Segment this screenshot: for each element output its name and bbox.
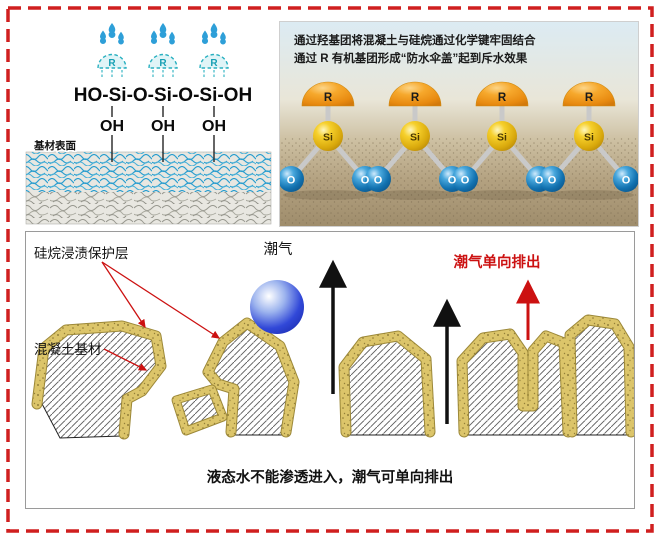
moisture-label: 潮气 [264, 241, 293, 258]
oh-label: OH [202, 118, 226, 135]
umbrella-icon: R [97, 53, 127, 78]
caption-line-1: 通过羟基团将混凝土与硅烷通过化学键牢固结合 [294, 33, 536, 47]
substrate-surface-label: 基材表面 [33, 139, 76, 152]
rain-drops-icon [99, 23, 226, 45]
o-label: O [287, 175, 296, 187]
content-frame: R R R [10, 10, 650, 529]
r-group-label: R [210, 58, 218, 69]
o-label: O [448, 175, 457, 187]
r-dome-label: R [585, 92, 594, 104]
si-label: Si [497, 132, 507, 144]
o-label: O [461, 175, 470, 187]
concrete-blocks [39, 321, 630, 439]
oxygen-spheres: O O O O O O O O [278, 166, 639, 192]
substrate-texture [25, 151, 272, 225]
umbrella-icon: R [148, 53, 178, 78]
panel-chemistry-3d: 通过羟基团将混凝土与硅烷通过化学键牢固结合 通过 R 有机基团形成“防水伞盖”起… [278, 21, 639, 227]
concrete-fragment [171, 384, 228, 436]
moisture-ball [250, 280, 304, 334]
umbrella-icon: R [199, 53, 229, 78]
leader-lines [101, 261, 221, 371]
chemistry-2d-svg: R R R [25, 23, 272, 225]
o-label: O [548, 175, 557, 187]
leader-line-coating-2 [101, 261, 221, 339]
silicon-spheres: Si Si Si Si [313, 121, 604, 151]
umbrella-icons: R R R [97, 53, 229, 78]
si-label: Si [410, 132, 420, 144]
silane-coating [31, 314, 637, 440]
si-label: Si [584, 132, 594, 144]
r-group-label: R [108, 58, 116, 69]
coating-label: 硅烷浸渍保护层 [34, 246, 129, 261]
molecule-shadows [283, 190, 634, 200]
o-label: O [535, 175, 544, 187]
leader-line-coating-1 [101, 261, 146, 329]
panel-chemistry-2d: R R R [22, 22, 275, 226]
oh-label: OH [100, 118, 124, 135]
r-group-label: R [159, 58, 167, 69]
siloxane-formula: HO-Si-O-Si-O-Si-OH [74, 85, 252, 106]
leader-line-substrate [103, 348, 148, 371]
oh-label: OH [151, 118, 175, 135]
si-label: Si [323, 132, 333, 144]
o-label: O [361, 175, 370, 187]
r-dome-label: R [324, 92, 333, 104]
bottom-caption: 液态水不能渗透进入，潮气可单向排出 [207, 468, 454, 486]
bond-lines [111, 106, 215, 162]
top-row: R R R [22, 21, 639, 227]
o-label: O [622, 175, 631, 187]
substrate-label: 混凝土基材 [34, 341, 102, 357]
chemistry-3d-svg: 通过羟基团将混凝土与硅烷通过化学键牢固结合 通过 R 有机基团形成“防水伞盖”起… [278, 22, 639, 226]
oneway-label: 潮气单向排出 [454, 253, 541, 271]
mechanism-svg: 硅烷浸渍保护层 混凝土基材 潮气 潮气单向排出 液态水不能渗透进入，潮气可单向排… [31, 241, 637, 486]
r-dome-label: R [411, 92, 420, 104]
r-dome-label: R [498, 92, 507, 104]
panel-mechanism: 硅烷浸渍保护层 混凝土基材 潮气 潮气单向排出 液态水不能渗透进入，潮气可单向排… [25, 231, 637, 509]
caption-line-2: 通过 R 有机基团形成“防水伞盖”起到斥水效果 [294, 51, 528, 65]
r-domes: R R R R [301, 81, 616, 107]
o-label: O [374, 175, 383, 187]
